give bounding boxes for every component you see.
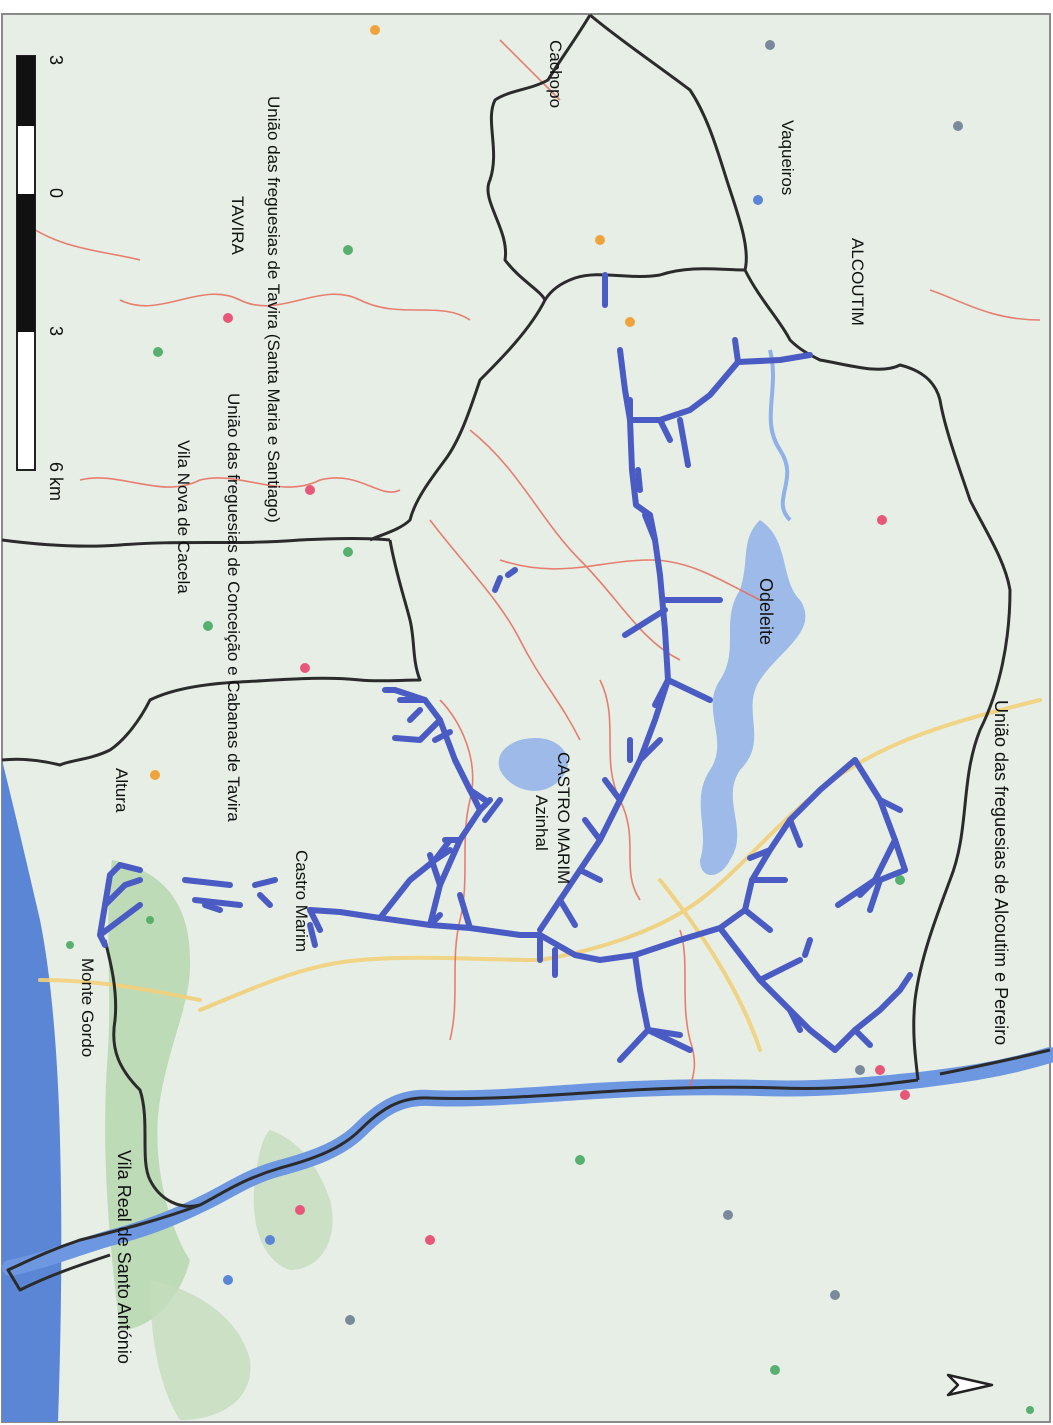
label-castro-marim-municipality: CASTRO MARIM bbox=[554, 752, 573, 884]
administrative-boundaries bbox=[1, 13, 1051, 1292]
reservoir bbox=[498, 738, 568, 791]
label-azinhal: Azinhal bbox=[532, 795, 551, 851]
place-labels: União das freguesias de Alcoutim e Perei… bbox=[78, 40, 1011, 1364]
scale-bar bbox=[16, 55, 36, 471]
scale-tick-label: 6 km bbox=[46, 462, 66, 501]
label-vila-real: Vila Real de Santo António bbox=[114, 1150, 134, 1364]
label-conceicao-cabanas: União das freguesias de Conceição e Caba… bbox=[224, 393, 243, 822]
scale-labels: 3 0 3 6 km bbox=[46, 55, 66, 501]
scale-tick-label: 0 bbox=[46, 188, 66, 198]
label-tavira: TAVIRA bbox=[228, 196, 247, 256]
label-tavira-santa-maria: União das freguesias de Tavira (Santa Ma… bbox=[264, 96, 283, 523]
label-castro-marim: Castro Marim bbox=[292, 850, 311, 952]
reservoir bbox=[700, 520, 806, 875]
label-cachopo: Cachopo bbox=[546, 40, 565, 108]
north-arrow-icon bbox=[946, 1373, 994, 1397]
map-background bbox=[1, 13, 1051, 1423]
label-altura: Altura bbox=[112, 768, 131, 813]
label-alcoutim: ALCOUTIM bbox=[848, 238, 867, 326]
poi-markers bbox=[66, 25, 1034, 1414]
label-odeleite: Odeleite bbox=[756, 578, 776, 645]
river bbox=[768, 349, 792, 522]
label-vila-nova-cacela: Vila Nova de Cacela bbox=[174, 440, 193, 594]
scale-tick-label: 3 bbox=[46, 55, 66, 65]
main-roads bbox=[38, 698, 1042, 1052]
green-area bbox=[150, 1280, 251, 1420]
secondary-roads bbox=[19, 39, 1041, 1091]
label-vaqueiros: Vaqueiros bbox=[778, 120, 797, 195]
scale-tick-label: 3 bbox=[46, 326, 66, 336]
label-alcoutim-pereiro: União das freguesias de Alcoutim e Perei… bbox=[991, 700, 1011, 1045]
network-lines bbox=[97, 272, 913, 1063]
label-monte-gordo: Monte Gordo bbox=[78, 958, 97, 1057]
